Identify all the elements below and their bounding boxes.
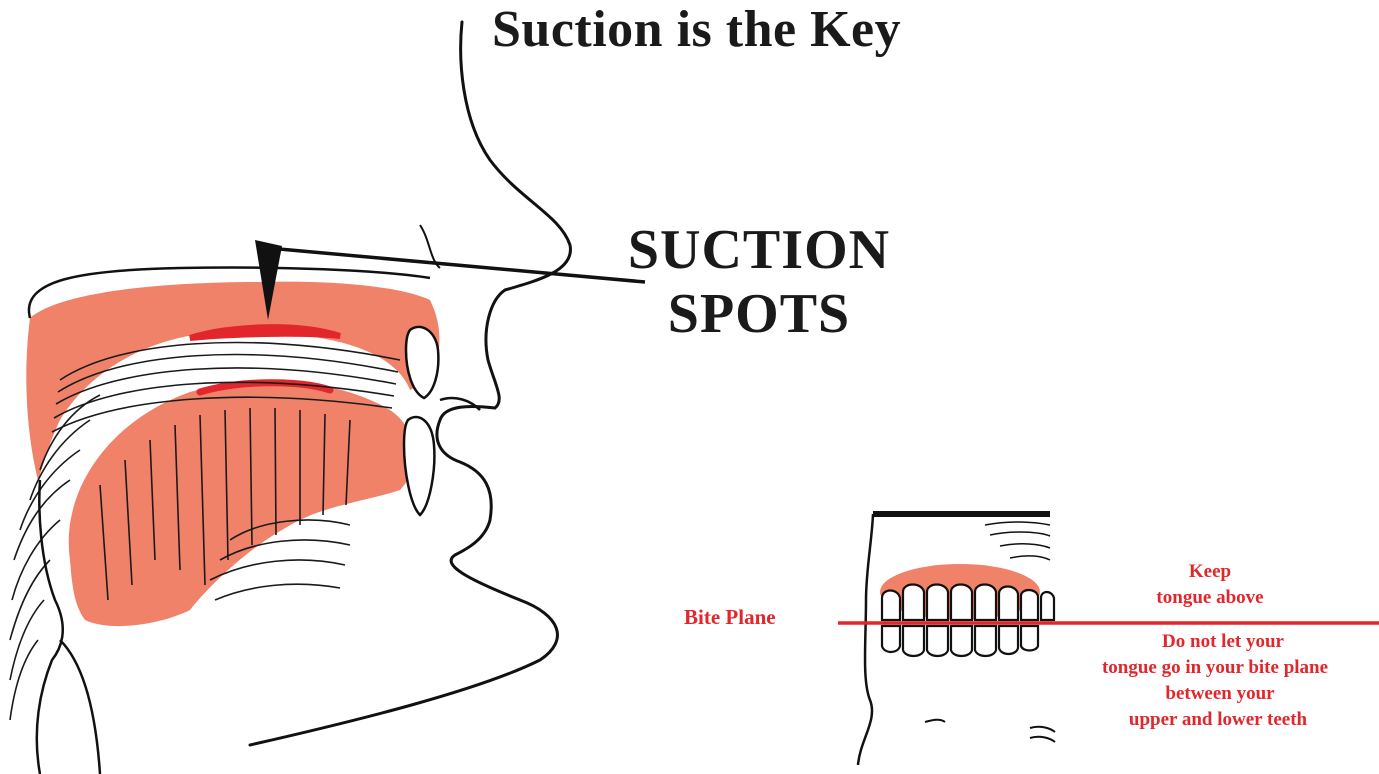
warning-note-line2: tongue go in your bite plane — [1060, 656, 1370, 680]
small-jaw-outline — [858, 514, 873, 765]
lower-teeth-row — [882, 626, 1038, 656]
warning-note-line1: Do not let your — [1108, 630, 1338, 654]
suction-spots-label-line2: SPOTS — [614, 282, 904, 346]
warning-note-line3: between your — [1120, 682, 1320, 706]
diagram-title: Suction is the Key — [492, 0, 901, 59]
small-jaw-hatching — [985, 522, 1050, 560]
keep-note-line2: tongue above — [1130, 586, 1290, 610]
keep-note-line1: Keep — [1160, 560, 1260, 584]
warning-note-line4: upper and lower teeth — [1088, 708, 1348, 732]
chin-detail — [925, 720, 1055, 742]
upper-teeth-row — [882, 585, 1054, 621]
suction-spots-label-line1: SUCTION — [614, 218, 904, 282]
bite-plane-label: Bite Plane — [684, 605, 776, 630]
